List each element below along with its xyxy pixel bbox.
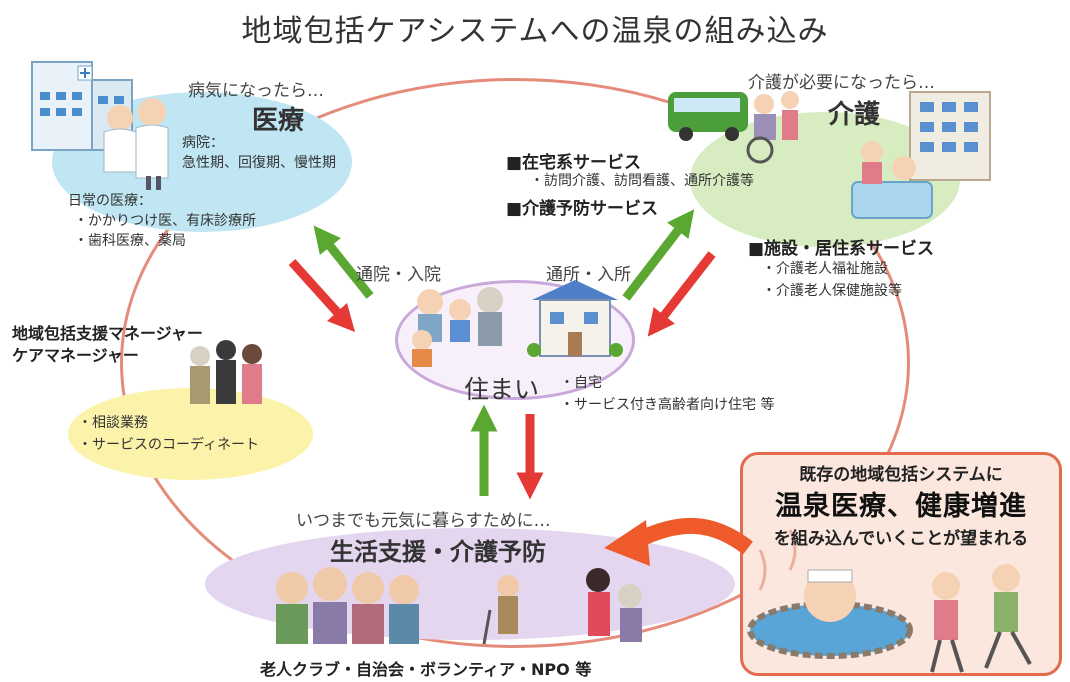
doctors-icon	[103, 98, 169, 190]
home-item: ・サービス付き高齢者向け住宅 等	[560, 397, 775, 413]
hospital-detail: 急性期、回復期、慢性期	[182, 155, 336, 171]
arrow-care-to-home	[647, 251, 716, 337]
daily-care-label: 日常の医療：	[68, 193, 152, 209]
care-managers-icon	[190, 340, 262, 404]
arrow-home-to-care	[622, 209, 695, 301]
manager-title: ケアマネージャー	[12, 346, 139, 365]
home-heading: 住まい	[464, 375, 540, 404]
arrow-medical-to-home	[288, 258, 356, 333]
manager-item: ・相談業務	[78, 415, 148, 431]
system-ring	[120, 78, 910, 648]
daily-care-item: ・かかりつけ医、有床診療所	[74, 213, 257, 229]
onsen-main: 温泉医療、健康増進	[775, 491, 1027, 522]
wheelchair-icon	[746, 91, 799, 164]
house-icon	[527, 280, 623, 357]
family-icon	[412, 287, 503, 367]
hospital-label: 病院：	[182, 135, 224, 151]
medical-heading: 医療	[252, 106, 305, 136]
bathing-care-icon	[851, 141, 933, 219]
volunteer-icon	[586, 568, 642, 642]
bus-icon	[668, 92, 748, 141]
arrow-medical-label: 通院・入院	[356, 265, 441, 285]
manager-title: 地域包括支援マネージャー	[12, 324, 203, 343]
page-title: 地域包括ケアシステムへの温泉の組み込み	[241, 14, 829, 49]
onsen-lead: 既存の地域包括システムに	[799, 465, 1003, 485]
care-lead: 介護が必要になったら…	[748, 73, 935, 93]
home-service-items: ・訪問介護、訪問看護、通所介護等	[530, 173, 754, 189]
medical-lead: 病気になったら…	[188, 81, 324, 101]
facility-item: ・介護老人保健施設等	[762, 283, 902, 299]
onsen-bath-icon	[747, 529, 913, 659]
prevention-service-title: ■介護予防サービス	[506, 199, 659, 219]
life-heading: 生活支援・介護予防	[330, 538, 546, 566]
care-facility-icon	[909, 91, 991, 181]
hospital-icon	[31, 61, 133, 151]
life-footer: 老人クラブ・自治会・ボランティア・NPO 等	[260, 660, 592, 679]
care-heading: 介護	[828, 100, 881, 130]
life-lead: いつまでも元気に暮らすために…	[296, 511, 551, 531]
arrow-home-to-medical	[313, 225, 374, 299]
elderly-group-icon	[276, 567, 419, 644]
facility-item: ・介護老人福祉施設	[762, 261, 888, 277]
daily-care-item: ・歯科医療、薬局	[74, 233, 186, 249]
manager-item: ・サービスのコーディネート	[78, 437, 260, 453]
arrow-onsen-to-life	[634, 517, 753, 555]
home-service-title: ■在宅系サービス	[506, 153, 642, 173]
home-item: ・自宅	[560, 375, 602, 391]
facility-service-title: ■施設・居住系サービス	[748, 239, 935, 259]
onsen-tail: を組み込んでいくことが望まれる	[773, 529, 1029, 549]
arrow-care-label: 通所・入所	[546, 265, 631, 285]
exercise-elderly-icon	[930, 564, 1032, 673]
walking-elderly-icon	[482, 575, 519, 645]
